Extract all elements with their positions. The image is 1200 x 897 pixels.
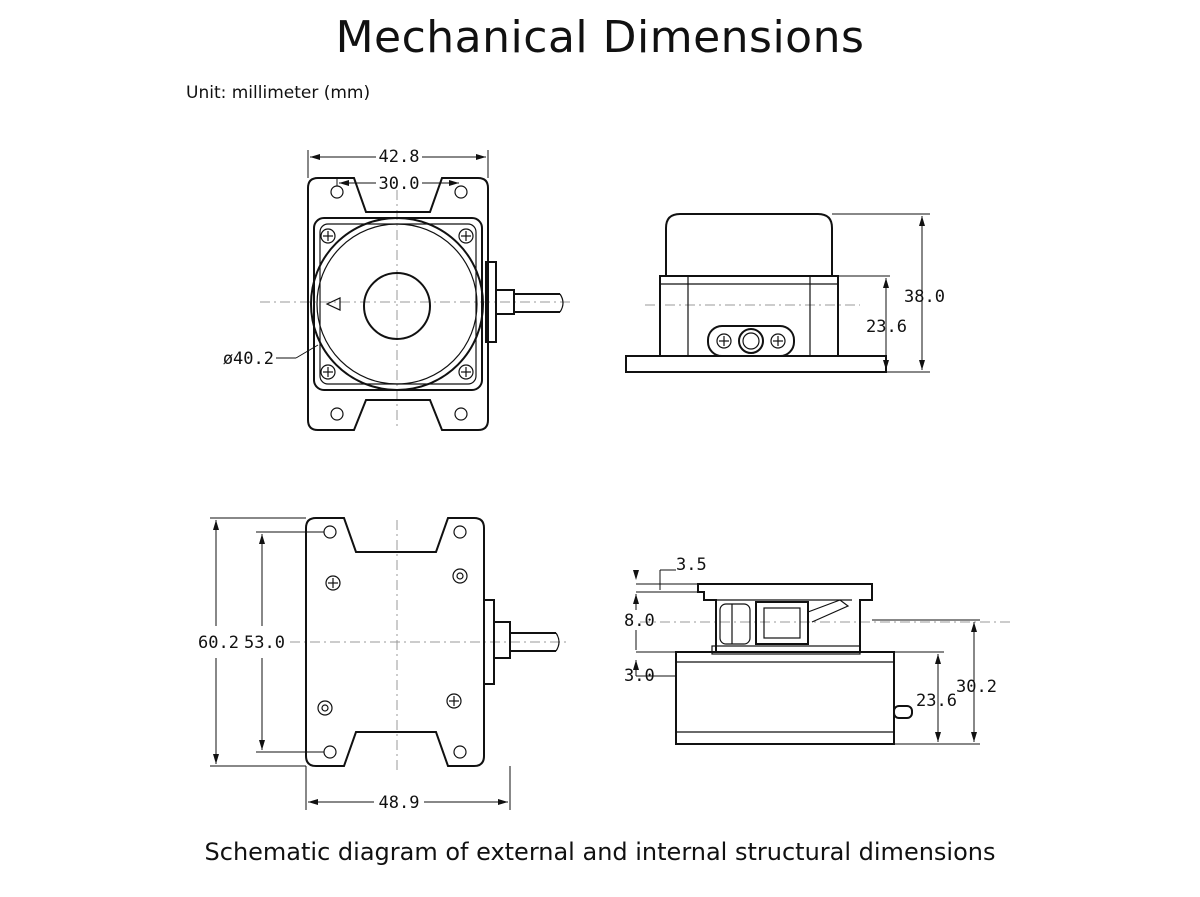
caption: Schematic diagram of external and intern… <box>204 838 996 866</box>
dim-section-mid: 8.0 <box>624 611 655 631</box>
dim-front-width: 42.8 <box>379 147 420 167</box>
section-view <box>633 569 1010 745</box>
dim-section-total: 30.2 <box>956 677 997 697</box>
side-view <box>625 213 930 373</box>
dim-bottom-length: 60.2 <box>198 633 239 653</box>
dim-bottom-hole-spacing: 53.0 <box>244 633 285 653</box>
dim-front-hole-spacing: 30.0 <box>379 174 420 194</box>
dim-side-body-height: 23.6 <box>866 317 907 337</box>
dim-bottom-width: 48.9 <box>379 793 420 813</box>
dim-front-diameter: ø40.2 <box>223 349 274 369</box>
dim-side-height: 38.0 <box>904 287 945 307</box>
unit-note: Unit: millimeter (mm) <box>186 83 371 103</box>
bottom-view <box>210 517 570 810</box>
dim-section-gap: 3.0 <box>624 666 655 686</box>
page-title: Mechanical Dimensions <box>335 12 865 63</box>
front-view <box>260 150 570 431</box>
dim-section-body: 23.6 <box>916 691 957 711</box>
dim-section-top: 3.5 <box>676 555 707 575</box>
